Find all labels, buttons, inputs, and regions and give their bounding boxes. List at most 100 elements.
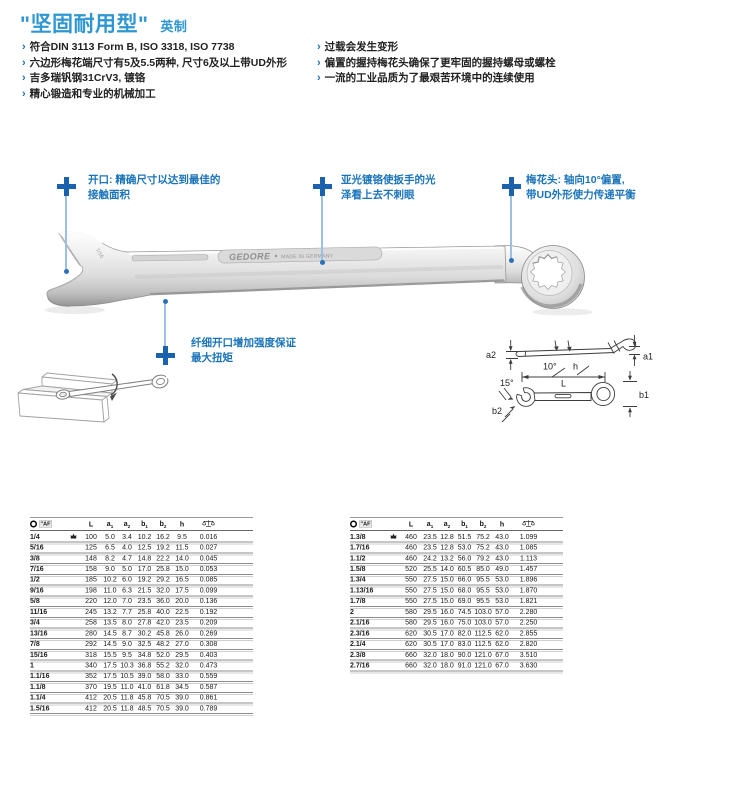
value-cell: 292 — [85, 639, 97, 648]
value-cell: 2.250 — [519, 618, 538, 627]
horn-bottom-shade — [47, 297, 71, 307]
value-cell: 27.8 — [137, 618, 152, 627]
value-cell: 10.5 — [120, 671, 134, 680]
value-cell: 185 — [85, 575, 97, 584]
value-cell: 0.209 — [199, 618, 218, 627]
value-cell: 18.0 — [440, 660, 454, 669]
value-cell: 17.5 — [175, 585, 189, 594]
value-cell: 550 — [405, 575, 417, 584]
value-cell: 62.0 — [495, 628, 509, 637]
value-cell: 18.0 — [440, 650, 454, 659]
value-cell: 17.5 — [103, 671, 117, 680]
af-size-cell: 2.1/4 — [350, 639, 366, 648]
value-cell: 13.2 — [103, 607, 117, 616]
af-size-cell: 1.1/4 — [30, 693, 46, 702]
callout-text-open-end: 开口: 精确尺寸以达到最佳的接触面积 — [88, 174, 221, 201]
value-cell: 0.045 — [199, 553, 218, 562]
callout-cross-chrome — [312, 176, 332, 196]
value-cell: 103.0 — [474, 618, 492, 627]
value-cell: 23.5 — [175, 618, 189, 627]
value-cell: 245 — [85, 607, 97, 616]
callout-line — [164, 301, 166, 346]
shaft-bottom-shade — [149, 279, 505, 295]
value-cell: 1.085 — [519, 543, 538, 552]
value-cell: 14.0 — [440, 564, 454, 573]
feature-item: ›吉多瑞钒钢31CrV3, 镀铬 — [22, 71, 312, 87]
value-cell: 14.8 — [137, 553, 152, 562]
value-cell: 660 — [405, 650, 417, 659]
bullet-arrow-icon: › — [317, 56, 321, 69]
value-cell: 20.5 — [103, 693, 117, 702]
value-cell: 13.2 — [440, 553, 454, 562]
value-cell: 550 — [405, 585, 417, 594]
value-cell: 112.5 — [474, 639, 492, 648]
value-cell: 4.7 — [122, 553, 132, 562]
label-L: L — [561, 379, 566, 389]
af-size-cell: 1.5/8 — [350, 564, 366, 573]
value-cell: 83.0 — [457, 639, 472, 648]
value-cell: 460 — [405, 532, 417, 541]
value-cell: 0.473 — [199, 660, 218, 669]
bullet-arrow-icon: › — [22, 56, 26, 69]
af-size-cell: 1.13/16 — [350, 585, 374, 594]
value-cell: 27.0 — [175, 639, 189, 648]
value-cell: 53.0 — [457, 543, 472, 552]
feature-item: ›一流的工业品质为了最艰苦环境中的连续使用 — [317, 71, 737, 87]
value-cell: 3.630 — [519, 660, 538, 669]
value-cell: 30.2 — [137, 628, 152, 637]
value-cell: 43.0 — [495, 553, 509, 562]
af-size-cell: 1/4 — [30, 532, 80, 540]
callout-text-chrome: 亚光镀铬使扳手的光泽看上去不刺眼 — [341, 174, 436, 201]
value-cell: 20.0 — [175, 596, 189, 605]
value-cell: 1.896 — [519, 575, 538, 584]
af-size-cell: 15/16 — [30, 650, 48, 659]
shaft-groove — [131, 254, 209, 262]
callout-dot — [508, 257, 514, 263]
value-cell: 352 — [85, 671, 97, 680]
label-a2: a2 — [486, 350, 496, 360]
value-cell: 70.5 — [156, 703, 170, 712]
bullet-arrow-icon: › — [22, 88, 26, 101]
value-cell: 53.0 — [495, 575, 509, 584]
value-cell: 60.5 — [457, 564, 472, 573]
af-size-cell: 1 — [30, 660, 34, 669]
value-cell: 2.855 — [519, 628, 538, 637]
usage-illustration — [17, 372, 173, 423]
af-size-cell: 5/8 — [30, 596, 40, 605]
value-cell: 17.5 — [103, 660, 117, 669]
value-cell: 12.5 — [137, 543, 152, 552]
af-size-cell: 1.1/8 — [30, 682, 46, 691]
size-stamp: 7/16 — [94, 247, 105, 259]
shadow-left — [45, 306, 105, 314]
af-size-cell: 2.7/16 — [350, 660, 370, 669]
value-cell: 1.821 — [519, 596, 538, 605]
value-cell: 23.5 — [423, 543, 437, 552]
callout-dot — [162, 298, 168, 304]
column-header: L — [408, 520, 414, 528]
shaft-mid-shade — [134, 265, 504, 279]
value-cell: 52.0 — [156, 650, 170, 659]
value-cell: 75.0 — [457, 618, 472, 627]
ring-end-icon — [30, 520, 37, 528]
value-cell: 11.8 — [120, 693, 134, 702]
value-cell: 0.099 — [199, 585, 218, 594]
column-header: a2 — [443, 519, 451, 529]
value-cell: 21.5 — [137, 585, 152, 594]
ring-spline-hole — [529, 253, 567, 291]
value-cell: 0.192 — [199, 607, 218, 616]
